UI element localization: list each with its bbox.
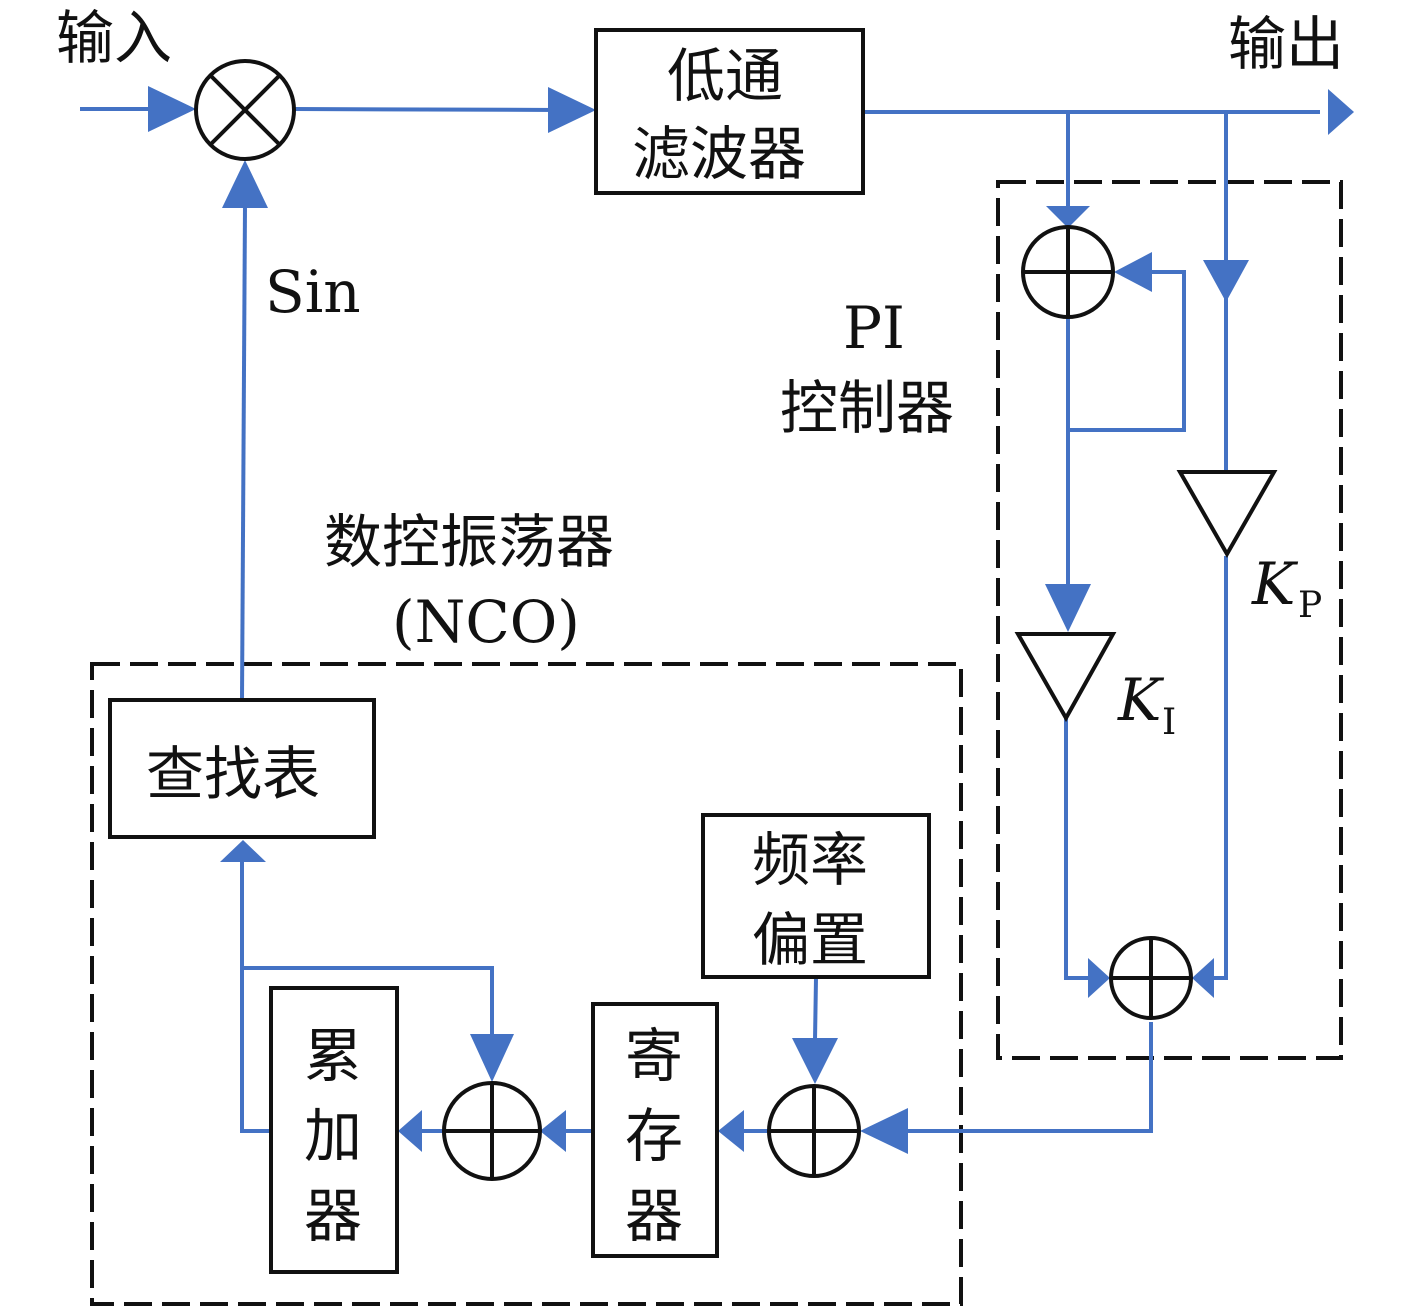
arrow-to-adder2-top — [470, 1034, 514, 1082]
arrow-to-top-adder — [1046, 206, 1090, 228]
register-char-3: 器 — [625, 1182, 683, 1250]
sin-label: Sin — [265, 258, 361, 326]
nco-label-line2: (NCO) — [392, 588, 580, 656]
freq-label-line1: 频率 — [752, 826, 868, 894]
arrow-to-ki — [1045, 584, 1091, 632]
wires — [80, 107, 1320, 1133]
ki-gain-icon — [1014, 632, 1117, 723]
pi-controller-group — [996, 180, 1343, 1060]
arrow-ki-to-adder — [1088, 958, 1110, 998]
arrow-kp-to-adder — [1192, 958, 1214, 998]
lowpass-filter-box — [594, 28, 865, 195]
register-char-2: 存 — [625, 1102, 683, 1170]
kp-subscript: P — [1298, 585, 1322, 626]
ki-label: K — [1117, 666, 1165, 734]
arrow-to-lowpass — [548, 87, 596, 133]
arrow-to-accumulator — [398, 1110, 422, 1152]
pi-label-line1: PI — [843, 294, 905, 362]
arrow-to-register — [718, 1110, 744, 1152]
arrowheads — [148, 86, 1354, 1154]
adder-nco-accum-icon — [442, 1081, 542, 1181]
kp-gain-icon — [1176, 470, 1278, 559]
accumulator-box — [269, 986, 399, 1274]
accumulator-char-3: 器 — [304, 1182, 362, 1250]
register-char-1: 寄 — [625, 1022, 683, 1090]
arrow-to-lookup — [220, 840, 266, 862]
arrow-sin-to-mixer — [222, 160, 268, 208]
adder-nco-freq-icon — [767, 1084, 861, 1178]
freq-label-line2: 偏置 — [752, 906, 868, 974]
ki-subscript: I — [1162, 702, 1176, 743]
lowpass-label-line2: 滤波器 — [632, 120, 806, 188]
arrow-to-nco-adder — [860, 1108, 908, 1154]
lookup-table-box — [108, 698, 376, 839]
arrow-to-kp — [1203, 260, 1249, 302]
arrow-to-adder2 — [540, 1110, 566, 1152]
lookup-label: 查找表 — [146, 740, 320, 808]
nco-group — [90, 662, 963, 1306]
arrow-input — [148, 86, 196, 132]
output-label: 输出 — [1228, 10, 1344, 78]
adder-bottom-icon — [1109, 936, 1193, 1020]
lowpass-label-line1: 低通 — [667, 42, 783, 110]
arrow-output — [1328, 89, 1354, 135]
register-box — [591, 1002, 719, 1258]
input-label: 输入 — [56, 4, 172, 72]
kp-label: K — [1251, 550, 1299, 618]
accumulator-char-2: 加 — [304, 1102, 362, 1170]
nco-label-line1: 数控振荡器 — [324, 508, 614, 576]
adder-top-icon — [1021, 225, 1115, 319]
arrow-freq-to-adder — [792, 1038, 838, 1084]
freq-offset-box — [701, 813, 931, 979]
mixer-icon — [194, 59, 296, 161]
accumulator-char-1: 累 — [304, 1022, 362, 1090]
pi-label-line2: 控制器 — [780, 374, 954, 442]
arrow-feedback — [1114, 252, 1152, 292]
